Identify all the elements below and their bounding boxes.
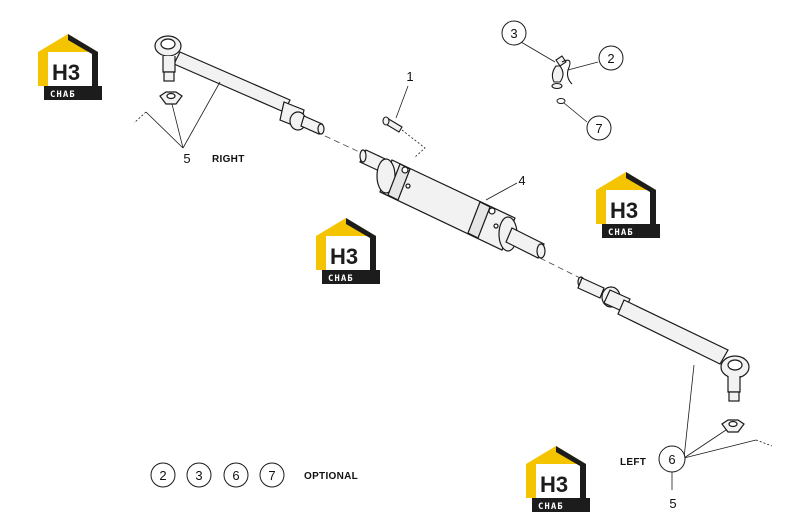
callout-2: 2 bbox=[598, 45, 624, 71]
callout-3-number: 3 bbox=[510, 26, 517, 41]
tie-rod-left bbox=[577, 276, 750, 433]
centerline bbox=[324, 135, 581, 279]
callout-1-number: 1 bbox=[406, 69, 413, 84]
legend-callout: 6 bbox=[223, 462, 249, 488]
legend-number: 3 bbox=[195, 468, 202, 483]
callout-6-number: 6 bbox=[668, 452, 675, 467]
watermark-logo-right: H3 СНАБ bbox=[596, 172, 660, 238]
legend-callout: 7 bbox=[259, 462, 285, 488]
optional-legend: 2 3 6 7 OPTIONAL bbox=[150, 462, 358, 488]
legend-callout: 2 bbox=[150, 462, 176, 488]
logo-letters: H3 bbox=[330, 244, 358, 269]
legend-number: 7 bbox=[268, 468, 275, 483]
tie-rod-right bbox=[154, 35, 325, 135]
callout-5-right-number: 5 bbox=[183, 151, 190, 166]
label-left: LEFT bbox=[620, 457, 646, 468]
leader-lines-5-left bbox=[671, 364, 773, 490]
leader-line-4 bbox=[485, 182, 518, 201]
legend-callout: 3 bbox=[186, 462, 212, 488]
logo-caption: СНАБ bbox=[608, 228, 634, 238]
logo-letters: H3 bbox=[610, 198, 638, 223]
watermark-logo-top-left: H3 СНАБ bbox=[38, 34, 102, 100]
watermark-logo-center: H3 СНАБ bbox=[316, 218, 380, 284]
label-right: RIGHT bbox=[212, 154, 245, 165]
callout-6: 6 bbox=[658, 445, 686, 473]
callout-7-number: 7 bbox=[595, 121, 602, 136]
logo-caption: СНАБ bbox=[50, 90, 76, 100]
leader-lines-fitting bbox=[520, 41, 599, 123]
callout-4-number: 4 bbox=[518, 173, 525, 188]
watermark-logo-bottom: H3 СНАБ bbox=[526, 446, 590, 512]
legend-number: 2 bbox=[159, 468, 166, 483]
leader-lines-5-right bbox=[133, 81, 221, 149]
callout-3: 3 bbox=[501, 20, 527, 46]
callout-7: 7 bbox=[586, 115, 612, 141]
callout-2-number: 2 bbox=[607, 51, 614, 66]
grease-fitting bbox=[551, 55, 573, 90]
legend-number: 6 bbox=[232, 468, 239, 483]
logo-letters: H3 bbox=[52, 60, 80, 85]
leader-line-1 bbox=[395, 85, 426, 159]
bolt bbox=[382, 116, 403, 133]
o-ring bbox=[556, 98, 566, 104]
steering-cylinder bbox=[359, 149, 546, 259]
label-optional: OPTIONAL bbox=[304, 471, 358, 482]
logo-caption: СНАБ bbox=[538, 502, 564, 512]
logo-caption: СНАБ bbox=[328, 274, 354, 284]
logo-letters: H3 bbox=[540, 472, 568, 497]
callout-5-left-number: 5 bbox=[669, 496, 676, 511]
